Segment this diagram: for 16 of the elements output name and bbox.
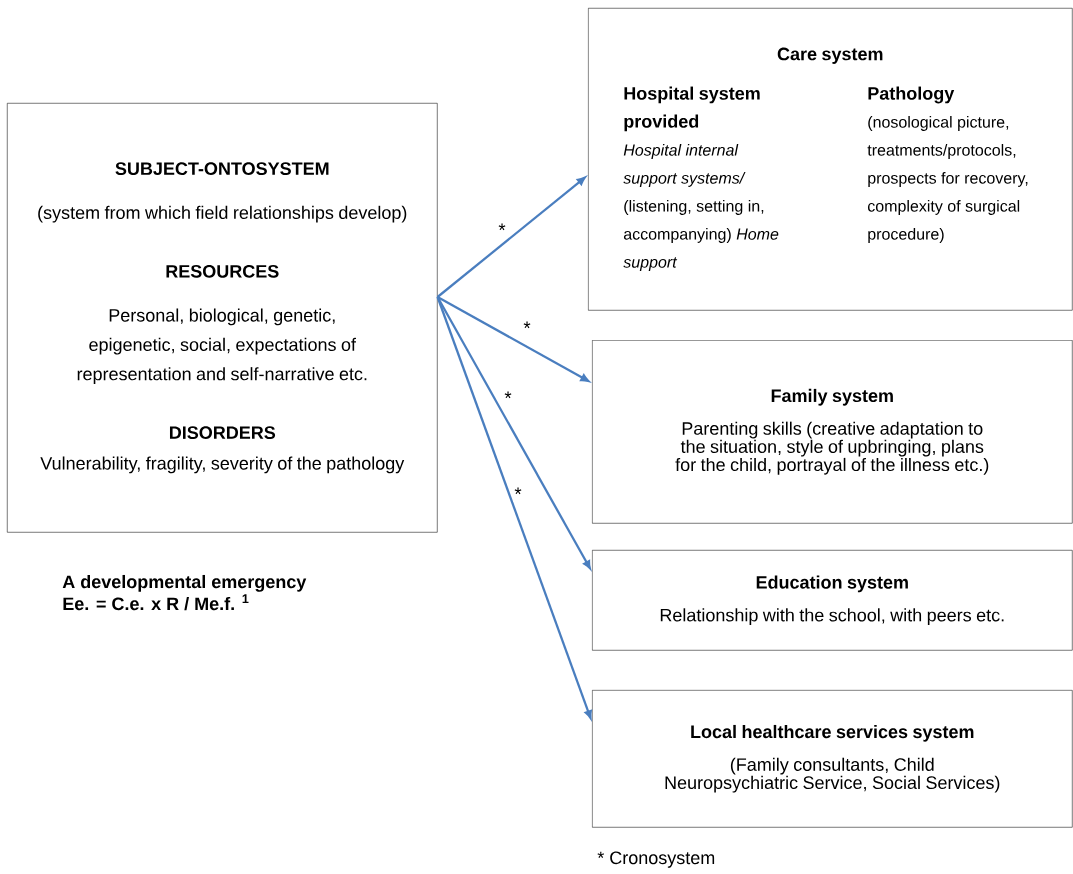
note: A developmental emergency — [62, 574, 307, 592]
system-box: Family system Parenting skills (creative adaptation to the situation, style of upbringing, plans for the child, portrayal of the illness etc.) — [592, 340, 1073, 524]
system-box: SUBJECT-ONTOSYSTEM (system from which field relationships develop) RESOURCES Personal, biological, genetic, epigenetic, social, expectations of representation and self-narrative etc. DISORDERS Vulnerability, fragility, severity of the pathology — [7, 103, 438, 533]
arrow — [436, 176, 586, 298]
note: * Cronosystem — [597, 851, 715, 868]
arrow — [437, 296, 590, 382]
arrow — [436, 296, 591, 570]
edge-label: * — [497, 222, 507, 238]
note: Ee. = C.e. x R / Me.f. $^{1}$ — [63, 594, 249, 611]
arrow — [436, 296, 592, 719]
system-box: Local healthcare services system (Family consultants, Child Neuropsychiatric Service, Social Services) — [592, 690, 1073, 828]
edge-label: * — [503, 390, 513, 406]
edge-label: * — [513, 486, 523, 502]
system-box: Care system Hospital system provided Hospital internal support systems/ (listening, setting in, accompanying) Home support Pathology (nosological picture, treatments/protocols, prospects for recovery, complexity of surgical procedure) — [588, 8, 1073, 311]
edge-label: * — [522, 320, 532, 336]
system-box: Education system Relationship with the school, with peers etc. — [592, 550, 1073, 651]
